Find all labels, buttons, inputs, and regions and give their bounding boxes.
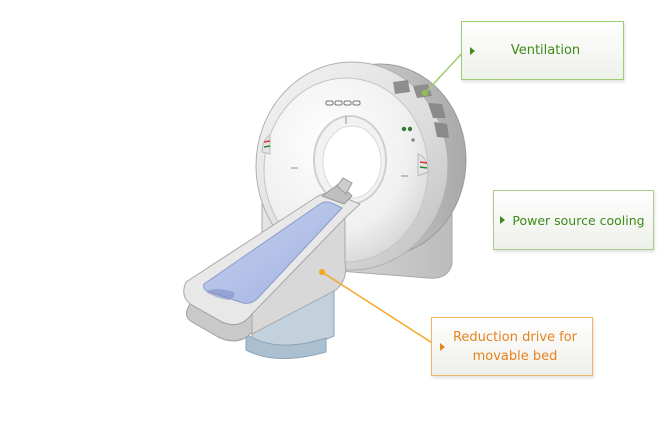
ventilation-callout: Ventilation [461, 21, 624, 80]
reduction-drive-callout: Reduction drive for movable bed [431, 317, 593, 376]
leader-ventilation [424, 49, 466, 94]
control-panel [261, 100, 429, 177]
reduction-drive-label: Reduction drive for movable bed [452, 329, 578, 364]
power-source-cooling-label: Power source cooling [512, 212, 645, 228]
gantry-bore [313, 115, 387, 205]
leader-reduction-drive [321, 271, 438, 347]
patient-bed [183, 177, 361, 342]
power-source-cooling-callout: Power source cooling [493, 190, 654, 250]
arrow-right-icon [500, 216, 505, 224]
arrow-right-icon [440, 342, 445, 351]
ventilation-label: Ventilation [510, 43, 581, 58]
arrow-right-icon [470, 46, 475, 55]
leader-lines [319, 49, 466, 347]
